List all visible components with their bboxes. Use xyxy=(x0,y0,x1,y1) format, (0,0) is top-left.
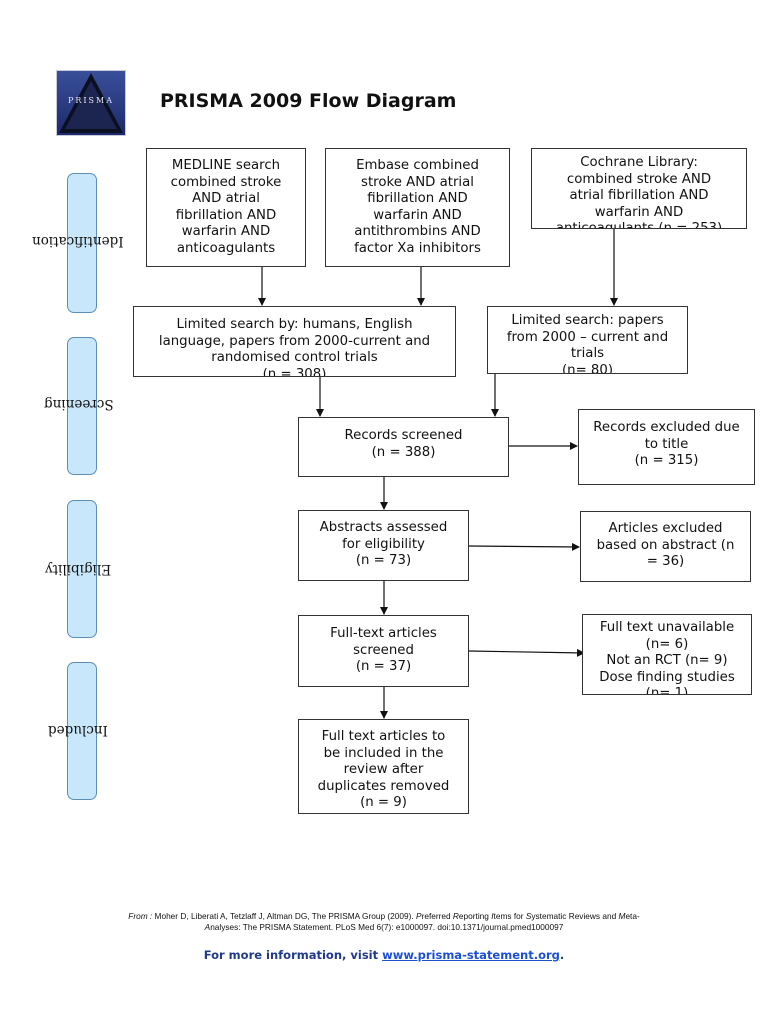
stage-label-screening: Screening xyxy=(44,396,114,412)
prisma-statement-link[interactable]: www.prisma-statement.org xyxy=(382,948,560,962)
more-info-prefix: For more information, visit xyxy=(203,948,383,962)
more-info-suffix: . xyxy=(559,948,565,962)
citation-authors: Moher D, Liberati A, Tetzlaff J, Altman … xyxy=(152,911,417,921)
stage-eligibility xyxy=(67,500,97,638)
citation-rest: : The PRISMA Statement. PLoS Med 6(7): e… xyxy=(238,922,564,932)
box-records-screened: Records screened (n = 388) xyxy=(298,417,509,477)
box-limited-search-left: Limited search by: humans, English langu… xyxy=(133,306,456,377)
more-info: For more information, visit www.prisma-s… xyxy=(0,948,768,962)
stage-label-eligibility: Eligibility xyxy=(45,561,112,577)
arrow-abstracts-to-excluded xyxy=(468,542,580,551)
box-abstracts-assessed: Abstracts assessed for eligibility (n = … xyxy=(298,510,469,581)
citation-from-label: From : xyxy=(128,911,153,921)
box-included-studies: Full text articles to be included in the… xyxy=(298,719,469,814)
prisma-logo: PRISMA xyxy=(56,70,126,136)
logo-text: PRISMA xyxy=(67,96,114,105)
box-records-excluded: Records excluded due to title (n = 315) xyxy=(578,409,755,485)
box-embase-search: Embase combined stroke AND atrial fibril… xyxy=(325,148,510,267)
box-limited-search-right: Limited search: papers from 2000 – curre… xyxy=(487,306,688,374)
stage-label-identification: Identification xyxy=(32,233,124,249)
stage-included xyxy=(67,662,97,800)
box-medline-search: MEDLINE search combined stroke AND atria… xyxy=(146,148,306,267)
box-fulltext-unavailable: Full text unavailable (n= 6) Not an RCT … xyxy=(582,614,752,695)
citation: From : Moher D, Liberati A, Tetzlaff J, … xyxy=(128,911,640,932)
stage-identification xyxy=(67,173,97,313)
arrow-fulltext-to-unavailable xyxy=(468,648,585,657)
page-title: PRISMA 2009 Flow Diagram xyxy=(160,90,457,112)
box-cochrane-search: Cochrane Library: combined stroke AND at… xyxy=(531,148,747,229)
box-articles-excluded: Articles excluded based on abstract (n =… xyxy=(580,511,751,582)
box-fulltext-screened: Full-text articles screened (n = 37) xyxy=(298,615,469,687)
stage-screening xyxy=(67,337,97,475)
prisma-triangle-icon xyxy=(59,73,123,133)
stage-label-included: Included xyxy=(48,722,108,738)
